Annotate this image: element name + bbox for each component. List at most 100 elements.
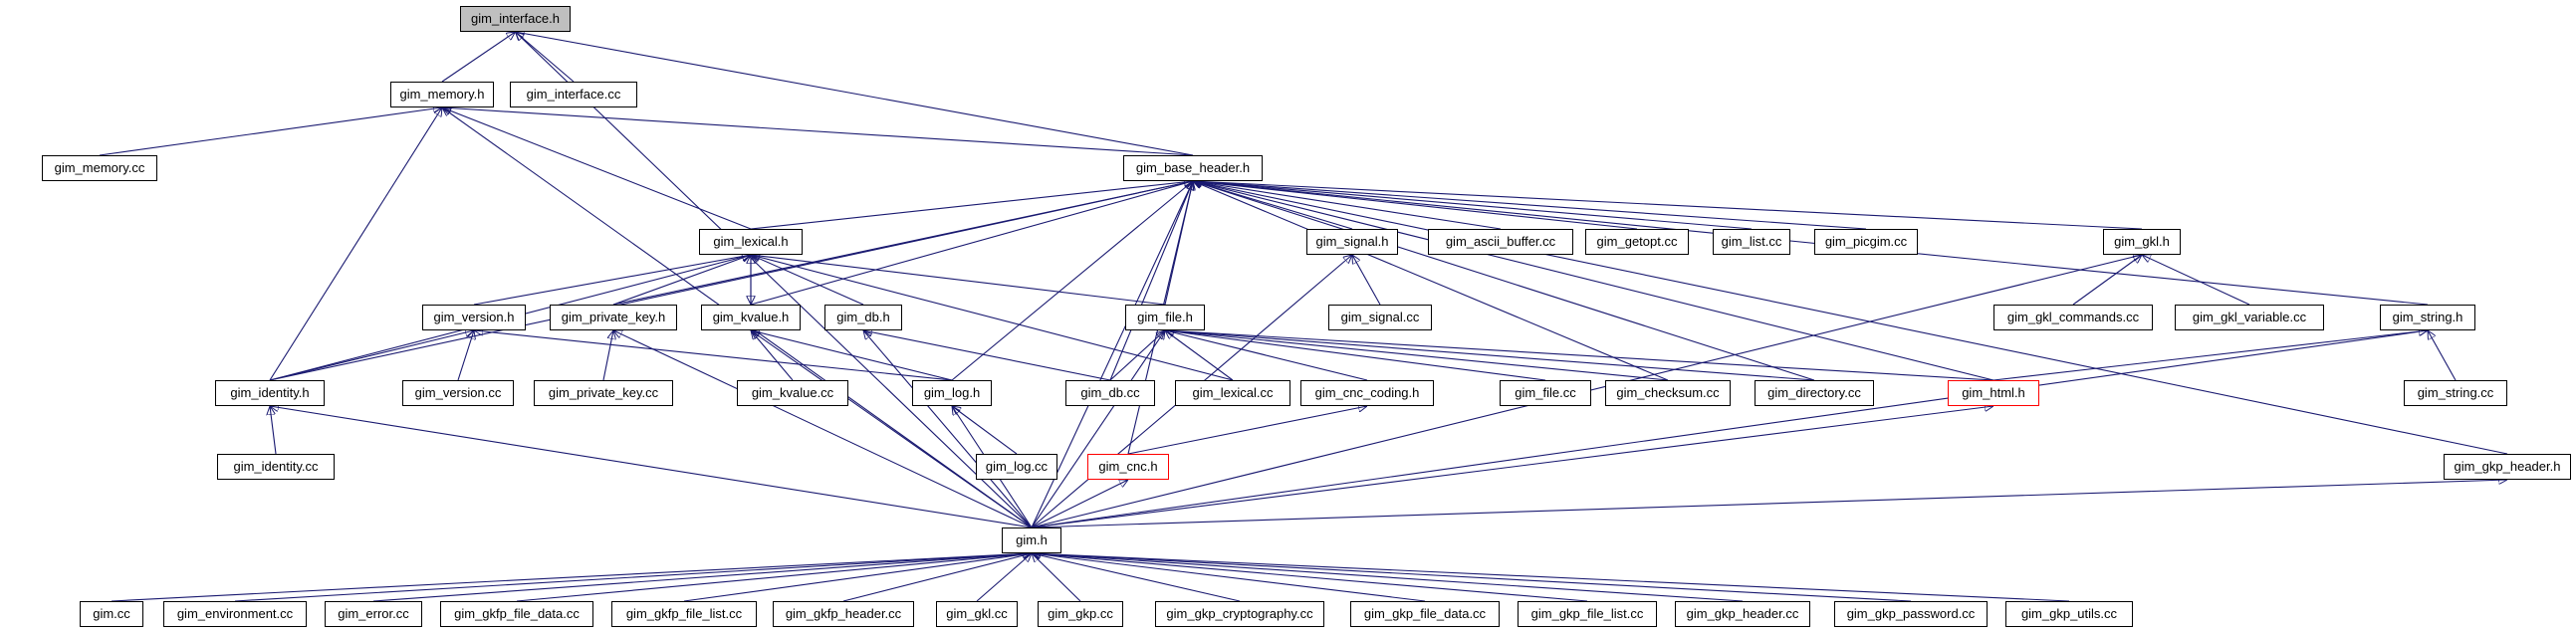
node-gim-memory-h[interactable]: gim_memory.h bbox=[390, 82, 494, 107]
node-gim-html-h[interactable]: gim_html.h bbox=[1948, 380, 2039, 406]
edge-gim-h-to-gim-string-h bbox=[1031, 330, 2428, 528]
node-gim-picgim-cc[interactable]: gim_picgim.cc bbox=[1814, 229, 1918, 255]
edge-gim-gkp-password-cc-to-gim-h bbox=[1032, 553, 1912, 602]
node-gim-string-cc[interactable]: gim_string.cc bbox=[2404, 380, 2507, 406]
node-gim-log-cc[interactable]: gim_log.cc bbox=[976, 454, 1057, 480]
node-gim-db-cc[interactable]: gim_db.cc bbox=[1065, 380, 1155, 406]
edge-gim-h-to-gim-html-h bbox=[1031, 406, 1993, 528]
node-gim-gkfp-file-data-cc[interactable]: gim_gkfp_file_data.cc bbox=[440, 601, 593, 627]
node-gim-interface-cc[interactable]: gim_interface.cc bbox=[510, 82, 637, 107]
edge-gim-db-h-to-gim-lexical-h bbox=[751, 255, 864, 306]
node-gim-string-h[interactable]: gim_string.h bbox=[2380, 305, 2475, 330]
edge-gim-gkp-cryptography-cc-to-gim-h bbox=[1032, 553, 1241, 602]
edge-gim-gkp-header-h-to-gim-base-header-h bbox=[1193, 181, 2508, 455]
node-gim-lexical-h[interactable]: gim_lexical.h bbox=[699, 229, 803, 255]
node-gim-gkp-utils-cc[interactable]: gim_gkp_utils.cc bbox=[2005, 601, 2133, 627]
node-gim-list-cc[interactable]: gim_list.cc bbox=[1713, 229, 1790, 255]
node-gim-cnc-h[interactable]: gim_cnc.h bbox=[1087, 454, 1169, 480]
edge-gim-cnc-h-to-gim-cnc-coding-h bbox=[1127, 406, 1367, 455]
edge-gim-getopt-cc-to-gim-base-header-h bbox=[1193, 181, 1638, 230]
edge-gim-checksum-cc-to-gim-file-h bbox=[1165, 330, 1669, 381]
edge-gim-html-h-to-gim-file-h bbox=[1165, 330, 1994, 381]
node-gim-log-h[interactable]: gim_log.h bbox=[912, 380, 992, 406]
edge-gim-cc-to-gim-h bbox=[111, 553, 1032, 602]
node-gim-directory-cc[interactable]: gim_directory.cc bbox=[1755, 380, 1874, 406]
edge-gim-identity-h-to-gim-memory-h bbox=[269, 107, 442, 381]
node-gim-environment-cc[interactable]: gim_environment.cc bbox=[163, 601, 307, 627]
node-gim-private-key-h[interactable]: gim_private_key.h bbox=[550, 305, 677, 330]
node-gim-kvalue-h[interactable]: gim_kvalue.h bbox=[701, 305, 801, 330]
edge-gim-gkl-commands-cc-to-gim-gkl-h bbox=[2072, 255, 2142, 306]
edge-gim-lexical-h-to-gim-base-header-h bbox=[750, 181, 1193, 230]
node-gim-kvalue-cc[interactable]: gim_kvalue.cc bbox=[737, 380, 848, 406]
edge-gim-lexical-cc-to-gim-file-h bbox=[1165, 330, 1234, 381]
node-gim-gkp-file-data-cc[interactable]: gim_gkp_file_data.cc bbox=[1350, 601, 1500, 627]
edge-gim-interface-cc-to-gim-interface-h bbox=[516, 32, 575, 83]
node-gim-db-h[interactable]: gim_db.h bbox=[824, 305, 902, 330]
node-gim-version-h[interactable]: gim_version.h bbox=[422, 305, 526, 330]
node-gim-file-h[interactable]: gim_file.h bbox=[1125, 305, 1205, 330]
node-gim-identity-h[interactable]: gim_identity.h bbox=[215, 380, 325, 406]
edge-gim-gkl-cc-to-gim-h bbox=[976, 553, 1032, 602]
edge-gim-gkl-variable-cc-to-gim-gkl-h bbox=[2142, 255, 2250, 306]
node-gim-h[interactable]: gim.h bbox=[1002, 527, 1061, 553]
node-gim-memory-cc[interactable]: gim_memory.cc bbox=[42, 155, 157, 181]
node-gim-gkp-header-cc[interactable]: gim_gkp_header.cc bbox=[1675, 601, 1810, 627]
edge-gim-string-cc-to-gim-string-h bbox=[2428, 330, 2457, 381]
node-gim-lexical-cc[interactable]: gim_lexical.cc bbox=[1175, 380, 1290, 406]
node-gim-gkl-commands-cc[interactable]: gim_gkl_commands.cc bbox=[1993, 305, 2153, 330]
node-gim-version-cc[interactable]: gim_version.cc bbox=[402, 380, 514, 406]
edge-gim-memory-cc-to-gim-memory-h bbox=[99, 107, 442, 156]
edge-gim-h-to-gim-db-h bbox=[863, 330, 1033, 528]
edge-gim-h-to-gim-base-header-h bbox=[1031, 181, 1193, 528]
node-gim-identity-cc[interactable]: gim_identity.cc bbox=[217, 454, 335, 480]
edge-gim-gkfp-file-data-cc-to-gim-h bbox=[516, 553, 1032, 602]
node-gim-gkfp-header-cc[interactable]: gim_gkfp_header.cc bbox=[773, 601, 914, 627]
edge-gim-string-h-to-gim-base-header-h bbox=[1193, 181, 2429, 306]
node-gim-ascii-buffer-cc[interactable]: gim_ascii_buffer.cc bbox=[1428, 229, 1573, 255]
node-gim-getopt-cc[interactable]: gim_getopt.cc bbox=[1585, 229, 1689, 255]
edge-gim-private-key-h-to-gim-base-header-h bbox=[612, 181, 1193, 306]
node-gim-signal-cc[interactable]: gim_signal.cc bbox=[1328, 305, 1432, 330]
node-gim-gkp-cryptography-cc[interactable]: gim_gkp_cryptography.cc bbox=[1155, 601, 1324, 627]
edge-gim-directory-cc-to-gim-file-h bbox=[1165, 330, 1815, 381]
edge-gim-file-h-to-gim-lexical-h bbox=[751, 255, 1166, 306]
edge-gim-h-to-gim-identity-h bbox=[270, 406, 1033, 528]
node-gim-signal-h[interactable]: gim_signal.h bbox=[1306, 229, 1398, 255]
node-gim-private-key-cc[interactable]: gim_private_key.cc bbox=[534, 380, 673, 406]
edge-gim-version-cc-to-gim-version-h bbox=[457, 330, 474, 381]
edge-gim-kvalue-h-to-gim-base-header-h bbox=[750, 181, 1193, 306]
edge-gim-gkl-h-to-gim-base-header-h bbox=[1193, 181, 2143, 230]
node-gim-gkfp-file-list-cc[interactable]: gim_gkfp_file_list.cc bbox=[611, 601, 757, 627]
edge-gim-base-header-h-to-gim-memory-h bbox=[442, 107, 1194, 156]
edge-gim-gkp-utils-cc-to-gim-h bbox=[1032, 553, 2070, 602]
node-gim-cc[interactable]: gim.cc bbox=[80, 601, 143, 627]
edge-gim-h-to-gim-gkp-header-h bbox=[1031, 480, 2507, 528]
edge-gim-error-cc-to-gim-h bbox=[372, 553, 1032, 602]
node-gim-interface-h[interactable]: gim_interface.h bbox=[460, 6, 571, 32]
node-gim-gkl-h[interactable]: gim_gkl.h bbox=[2103, 229, 2181, 255]
edge-gim-file-cc-to-gim-file-h bbox=[1165, 330, 1546, 381]
edge-gim-picgim-cc-to-gim-base-header-h bbox=[1193, 181, 1867, 230]
node-gim-cnc-coding-h[interactable]: gim_cnc_coding.h bbox=[1300, 380, 1434, 406]
node-gim-gkp-header-h[interactable]: gim_gkp_header.h bbox=[2444, 454, 2571, 480]
edge-gim-h-to-gim-file-h bbox=[1031, 330, 1165, 528]
edge-gim-ascii-buffer-cc-to-gim-base-header-h bbox=[1193, 181, 1502, 230]
node-gim-gkl-cc[interactable]: gim_gkl.cc bbox=[936, 601, 1018, 627]
node-gim-gkp-file-list-cc[interactable]: gim_gkp_file_list.cc bbox=[1518, 601, 1657, 627]
edge-gim-db-cc-to-gim-file-h bbox=[1109, 330, 1165, 381]
node-gim-checksum-cc[interactable]: gim_checksum.cc bbox=[1605, 380, 1731, 406]
node-gim-gkp-cc[interactable]: gim_gkp.cc bbox=[1038, 601, 1123, 627]
edge-gim-h-to-gim-cnc-h bbox=[1031, 480, 1128, 528]
edge-gim-lexical-h-to-gim-memory-h bbox=[442, 107, 752, 230]
node-gim-gkl-variable-cc[interactable]: gim_gkl_variable.cc bbox=[2175, 305, 2324, 330]
edge-gim-identity-cc-to-gim-identity-h bbox=[270, 406, 277, 455]
edge-gim-environment-cc-to-gim-h bbox=[234, 553, 1032, 602]
node-gim-error-cc[interactable]: gim_error.cc bbox=[325, 601, 422, 627]
node-gim-file-cc[interactable]: gim_file.cc bbox=[1500, 380, 1591, 406]
edge-gim-h-to-gim-kvalue-h bbox=[751, 330, 1033, 528]
node-gim-base-header-h[interactable]: gim_base_header.h bbox=[1123, 155, 1263, 181]
node-gim-gkp-password-cc[interactable]: gim_gkp_password.cc bbox=[1834, 601, 1988, 627]
edge-gim-html-h-to-gim-base-header-h bbox=[1193, 181, 1994, 381]
